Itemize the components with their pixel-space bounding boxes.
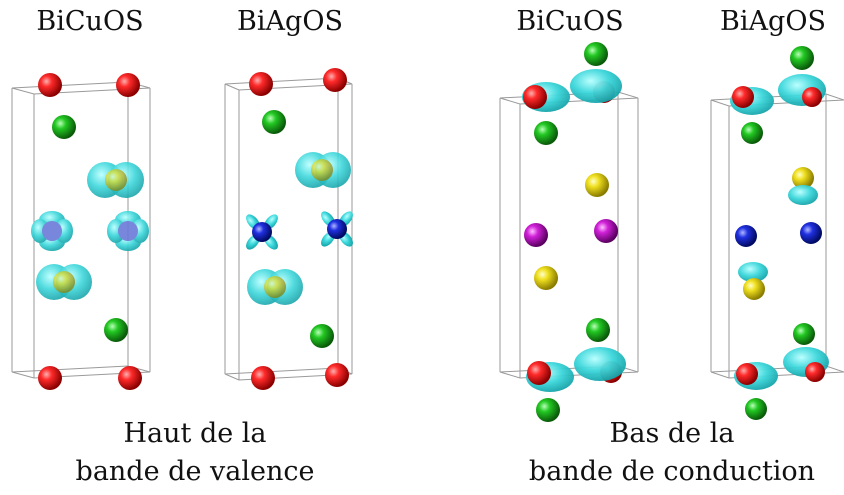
panel-bicuos-conduction-atoms [522, 42, 626, 422]
s-atom [585, 173, 609, 197]
o-atom [736, 363, 758, 385]
bi-atom [104, 318, 128, 342]
o-atom [325, 363, 349, 387]
o-atom [523, 85, 547, 109]
panel-biagos-conduction-atoms [730, 46, 829, 420]
isosurface [788, 185, 818, 205]
s-atom [311, 159, 333, 181]
panel-title-biagos-right: BiAgOS [720, 6, 826, 37]
bi-atom [262, 110, 286, 134]
bi-atom [745, 398, 767, 420]
bi-atom [310, 324, 334, 348]
s-atom [534, 266, 558, 290]
cu-atom [594, 219, 618, 243]
o-atom [323, 68, 347, 92]
o-atom [38, 366, 62, 390]
ag-atom [800, 222, 822, 244]
o-atom [118, 366, 142, 390]
bi-atom [536, 398, 560, 422]
o-atom [802, 87, 822, 107]
panel-biagos-valence-atoms [246, 68, 353, 390]
o-atom [38, 73, 62, 97]
ag-atom [735, 225, 757, 247]
bi-atom [793, 323, 815, 345]
bi-atom [790, 46, 814, 70]
ag-orbital [321, 211, 353, 247]
o-atom [527, 361, 551, 385]
caption-left-line2: bande de valence [75, 456, 315, 487]
caption-right-line1: Bas de la [609, 418, 735, 449]
s-atom [743, 278, 765, 300]
panel-title-biagos-left: BiAgOS [237, 6, 343, 37]
o-atom [249, 72, 273, 96]
cu-orbital [31, 211, 73, 251]
o-atom [732, 86, 754, 108]
panel-bicuos-valence-atoms [31, 73, 149, 390]
o-atom [805, 362, 825, 382]
panel-title-bicuos-left: BiCuOS [36, 6, 144, 37]
isosurface [574, 347, 626, 381]
panel-title-bicuos-right: BiCuOS [516, 6, 624, 37]
caption-right-line2: bande de conduction [528, 456, 816, 487]
o-atom [251, 366, 275, 390]
isosurface [738, 262, 768, 282]
bi-atom [586, 318, 610, 342]
s-atom [264, 276, 286, 298]
bi-atom [534, 121, 558, 145]
cu-atom [524, 223, 548, 247]
panel-biagos-conduction [710, 93, 844, 379]
cu-orbital [107, 211, 149, 251]
s-atom [105, 169, 127, 191]
ag-orbital [246, 214, 278, 250]
bi-atom [741, 122, 763, 144]
bi-atom [52, 115, 76, 139]
s-atom [792, 167, 814, 189]
o-atom [116, 73, 140, 97]
caption-left-line1: Haut de la [123, 418, 267, 449]
bi-atom [584, 42, 608, 66]
isosurface [570, 69, 622, 103]
s-atom [53, 271, 75, 293]
